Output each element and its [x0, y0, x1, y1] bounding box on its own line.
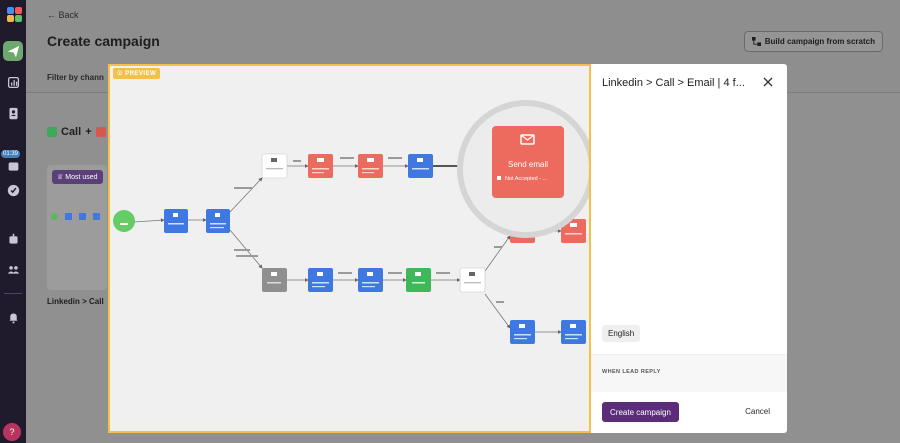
- zoom-node-title: Send email: [508, 160, 548, 169]
- mini-linkedin-node: [65, 213, 72, 220]
- linkedin-node-view-profile: [164, 209, 188, 233]
- email-node-branch-2: [561, 219, 586, 243]
- preview-canvas: Send email Not Accepted - ... ☉ PREVIEW: [108, 64, 591, 433]
- template-card-title: Linkedin > Call: [47, 297, 104, 306]
- lead-reply-section: WHEN LEAD REPLY: [591, 354, 787, 392]
- preview-tag: ☉ PREVIEW: [113, 68, 161, 79]
- team-icon: [7, 265, 19, 274]
- linkedin-node-invitation: [206, 209, 230, 233]
- most-used-badge: ♕ Most used: [52, 170, 103, 184]
- zoom-email-node: Send email Not Accepted - ...: [492, 126, 564, 198]
- back-label: Back: [58, 10, 79, 20]
- close-icon: [763, 77, 773, 87]
- timer-badge: 01:39: [1, 150, 21, 158]
- close-button[interactable]: [761, 75, 775, 89]
- call-node: [406, 268, 431, 292]
- mini-linkedin-node: [93, 213, 100, 220]
- channel-title: Call: [61, 126, 82, 138]
- bar-chart-icon: [7, 76, 19, 88]
- robot-icon: [8, 233, 18, 244]
- phone-icon: [47, 127, 57, 137]
- filter-label: Filter by chann: [47, 73, 104, 82]
- inbox-icon: [8, 161, 18, 171]
- mail-icon: [520, 134, 535, 145]
- flow-diagram: Send email Not Accepted - ...: [113, 100, 589, 344]
- start-node-label: [120, 223, 128, 225]
- linkedin-node-message-2: [358, 268, 383, 292]
- nav-campaigns[interactable]: [3, 41, 23, 61]
- lead-reply-label: WHEN LEAD REPLY: [602, 369, 661, 375]
- linkedin-node-branch-1: [510, 320, 535, 344]
- contact-book-icon: [8, 107, 18, 119]
- modal-side-panel: Linkedin > Call > Email | 4 f... English…: [591, 64, 787, 433]
- nav-inbox[interactable]: [3, 156, 23, 176]
- nav-tasks[interactable]: [3, 180, 23, 200]
- arrow-left-icon: ←: [47, 10, 56, 20]
- nav-contacts[interactable]: [3, 103, 23, 123]
- most-used-label: Most used: [65, 174, 98, 181]
- eye-icon: ☉: [117, 71, 123, 77]
- start-node: [113, 210, 135, 232]
- check-circle-icon: [7, 184, 19, 196]
- preview-tag-label: PREVIEW: [125, 71, 157, 77]
- linkedin-node-message-1: [308, 268, 333, 292]
- nav-team[interactable]: [3, 259, 23, 279]
- help-icon[interactable]: ?: [3, 423, 21, 441]
- mini-linkedin-node: [79, 213, 86, 220]
- send-icon: [7, 45, 19, 57]
- flow-icon: [751, 37, 761, 46]
- template-card[interactable]: ♕ Most used: [47, 165, 107, 290]
- create-campaign-button[interactable]: Create campaign: [602, 402, 679, 422]
- build-from-scratch-button[interactable]: Build campaign from scratch: [743, 31, 883, 52]
- channel-plus: +: [85, 126, 92, 138]
- email-node-1: [308, 154, 333, 178]
- zoom-node-status: Not Accepted - ...: [505, 176, 548, 182]
- language-chip[interactable]: English: [602, 325, 641, 342]
- logo-square-icon: [7, 7, 14, 14]
- page-title: Create campaign: [47, 33, 160, 49]
- nav-notifications[interactable]: [3, 307, 23, 327]
- trophy-icon: ♕: [57, 174, 64, 181]
- nav-integrations[interactable]: [3, 229, 23, 249]
- email-icon: [95, 127, 106, 137]
- rail-divider: [4, 293, 22, 294]
- build-from-scratch-label: Build campaign from scratch: [764, 37, 875, 46]
- app-logo[interactable]: [3, 4, 23, 24]
- back-link[interactable]: ← Back: [47, 10, 79, 20]
- condition-node-bottom: [459, 267, 486, 293]
- cancel-button[interactable]: Cancel: [745, 407, 770, 416]
- linkedin-node-branch-2: [561, 320, 586, 344]
- wait-node: [262, 268, 287, 292]
- campaign-title: Linkedin > Call > Email | 4 f...: [602, 77, 745, 89]
- nav-rail: 01:39 ?: [0, 0, 26, 443]
- mini-start-node: [51, 213, 58, 220]
- email-node-2: [358, 154, 383, 178]
- channel-heading: Call +: [47, 126, 106, 138]
- bell-icon: [8, 312, 18, 323]
- logo-square-icon: [15, 15, 22, 22]
- logo-square-icon: [7, 15, 14, 22]
- campaign-preview-modal: Send email Not Accepted - ... ☉ PREVIEW …: [108, 64, 787, 433]
- condition-node-top: [261, 153, 288, 179]
- linkedin-node-top-end: [408, 154, 433, 178]
- nav-analytics[interactable]: [3, 72, 23, 92]
- logo-square-icon: [15, 7, 22, 14]
